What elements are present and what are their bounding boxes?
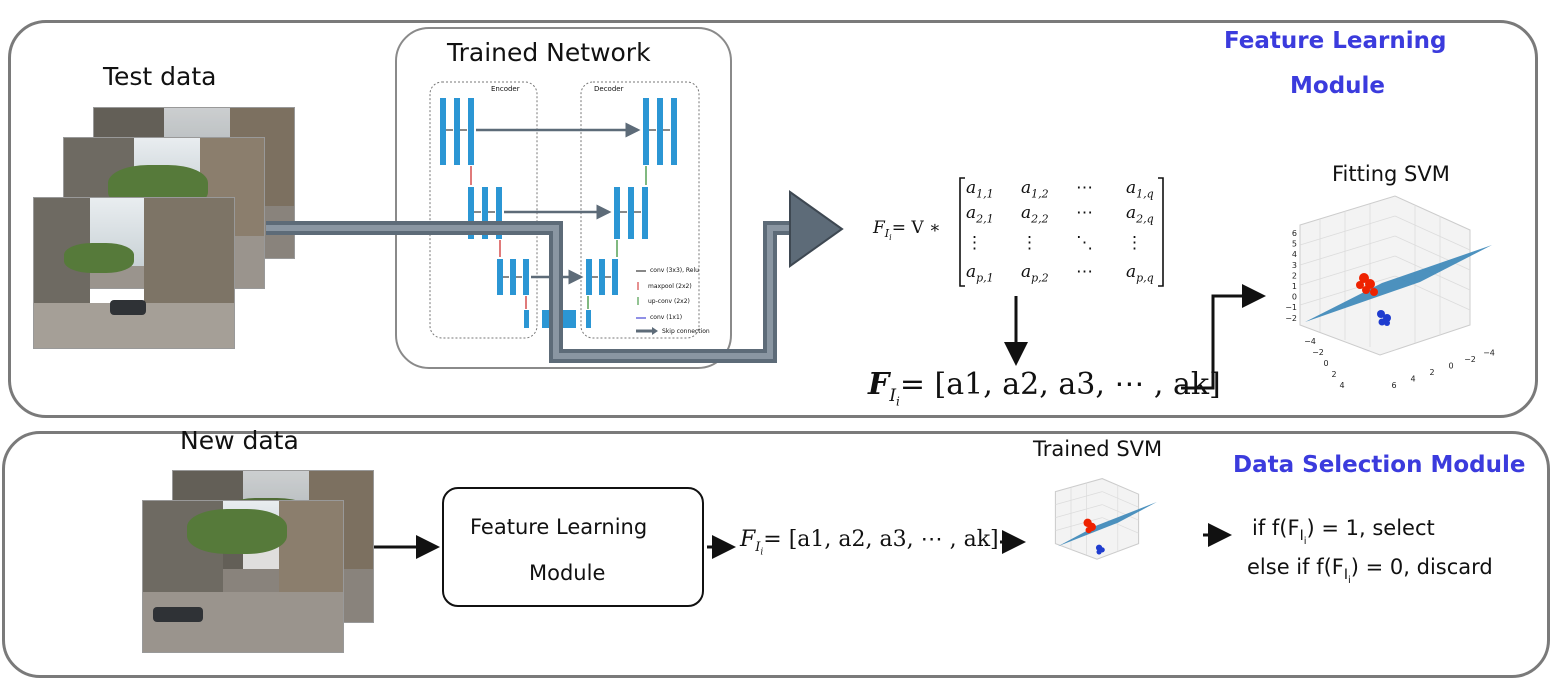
- matrix-cell: a1,2: [1021, 178, 1049, 201]
- x-tick-label: 2: [1331, 370, 1336, 379]
- feature-learning-title-line1: Feature Learning: [1224, 28, 1447, 54]
- new-image-1: [142, 500, 344, 653]
- z-tick-label: 1: [1292, 282, 1297, 291]
- flm-box-line1: Feature Learning: [470, 515, 648, 539]
- flow-arrow-head: [789, 190, 844, 268]
- decoder-label: Decoder: [594, 85, 624, 93]
- legend-conv1x1: conv (1x1): [650, 314, 683, 321]
- legend-upconv: up-conv (2x2): [648, 298, 690, 305]
- new-data-label: New data: [180, 426, 299, 455]
- feature-learning-title-line2: Module: [1290, 73, 1386, 99]
- matrix-cell: ap,q: [1126, 262, 1154, 285]
- svm-hyperplane: [1305, 245, 1492, 322]
- matrix-cell: a2,2: [1021, 203, 1049, 226]
- trained-svm-label: Trained SVM: [1033, 437, 1163, 461]
- matrix-cell: ⋯: [1076, 203, 1093, 223]
- y-tick-label: −4: [1483, 349, 1495, 358]
- z-tick-label: 4: [1292, 250, 1297, 259]
- maxpool-arrows: [470, 166, 527, 309]
- decoder-frame: [580, 81, 700, 339]
- matrix-cell: a2,q: [1126, 203, 1154, 226]
- z-tick-label: −1: [1285, 303, 1297, 312]
- select-rule: if f(FIi) = 1, select: [1252, 516, 1435, 547]
- matrix-cell: ⋯: [1076, 262, 1093, 282]
- z-tick-label: 2: [1292, 271, 1297, 280]
- legend-conv: conv (3x3), Relu: [650, 267, 699, 274]
- data-selection-panel: [2, 431, 1550, 678]
- decoder-bars: [586, 98, 677, 295]
- trained-network-label: Trained Network: [447, 38, 651, 67]
- x-tick-label: 0: [1323, 359, 1328, 368]
- feature-learning-module-box: [442, 487, 704, 607]
- matrix-brackets: [959, 177, 1164, 287]
- z-tick-label: 0: [1292, 293, 1297, 302]
- matrix-cell: ⋯: [1076, 178, 1093, 198]
- z-tick-label: 3: [1292, 261, 1297, 270]
- matrix-cell: ap,2: [1021, 262, 1049, 285]
- positive-class-points: [1356, 273, 1378, 296]
- encoder-bars: [440, 98, 591, 328]
- z-tick-label: −2: [1285, 314, 1297, 323]
- y-tick-label: 0: [1448, 362, 1453, 371]
- matrix-cell: ap,1: [966, 262, 994, 285]
- matrix-cell: a1,1: [966, 178, 994, 201]
- feature-matrix: a1,1 a1,2 ⋯ a1,q a2,1 a2,2 ⋯ a2,q ⋮ ⋮ ⋱ ⋮ ap,1 ap,2 ⋯ a…: [966, 178, 1158, 286]
- matrix-cell: ⋮: [1021, 233, 1038, 253]
- y-tick-label: 2: [1429, 368, 1434, 377]
- x-tick-label: −4: [1304, 337, 1316, 346]
- negative-class-points: [1377, 310, 1391, 326]
- flm-box-line2: Module: [529, 561, 606, 585]
- conv-arrows: [446, 129, 670, 278]
- legend-maxpool: maxpool (2x2): [648, 283, 692, 290]
- encoder-frame: [429, 81, 538, 339]
- upconv-arrows: [587, 166, 647, 309]
- test-data-label: Test data: [103, 62, 217, 91]
- y-tick-label: −2: [1464, 355, 1476, 364]
- z-tick-label: 6: [1292, 229, 1297, 238]
- x-tick-label: −2: [1312, 348, 1324, 357]
- matrix-cell: ⋮: [1126, 233, 1143, 253]
- y-tick-label: 4: [1410, 375, 1415, 384]
- discard-rule: else if f(FIi) = 0, discard: [1247, 555, 1493, 586]
- unet-legend: [636, 270, 658, 335]
- matrix-cell: a2,1: [966, 203, 994, 226]
- vector-to-svm-arrow: [1181, 284, 1266, 390]
- feature-learning-panel: [8, 20, 1538, 418]
- trained-svm-plot: [1054, 478, 1157, 560]
- test-image-1: [33, 197, 235, 349]
- fitting-svm-label: Fitting SVM: [1332, 162, 1450, 186]
- matrix-cell: ⋱: [1076, 233, 1093, 253]
- y-tick-label: 6: [1391, 381, 1396, 390]
- matrix-cell: ⋮: [966, 233, 983, 253]
- feature-vector-top: FIi= [a1, a2, a3, ⋯ , ak]: [868, 367, 1221, 409]
- legend-skip: Skip connection: [662, 328, 710, 335]
- z-tick-label: 5: [1292, 240, 1297, 249]
- data-selection-title: Data Selection Module: [1233, 452, 1526, 478]
- matrix-lhs: FIi= V ∗: [873, 218, 941, 243]
- x-tick-label: 4: [1339, 381, 1344, 390]
- feature-vector-bottom: FIi= [a1, a2, a3, ⋯ , ak]: [740, 527, 999, 558]
- matrix-cell: a1,q: [1126, 178, 1154, 201]
- encoder-label: Encoder: [491, 85, 520, 93]
